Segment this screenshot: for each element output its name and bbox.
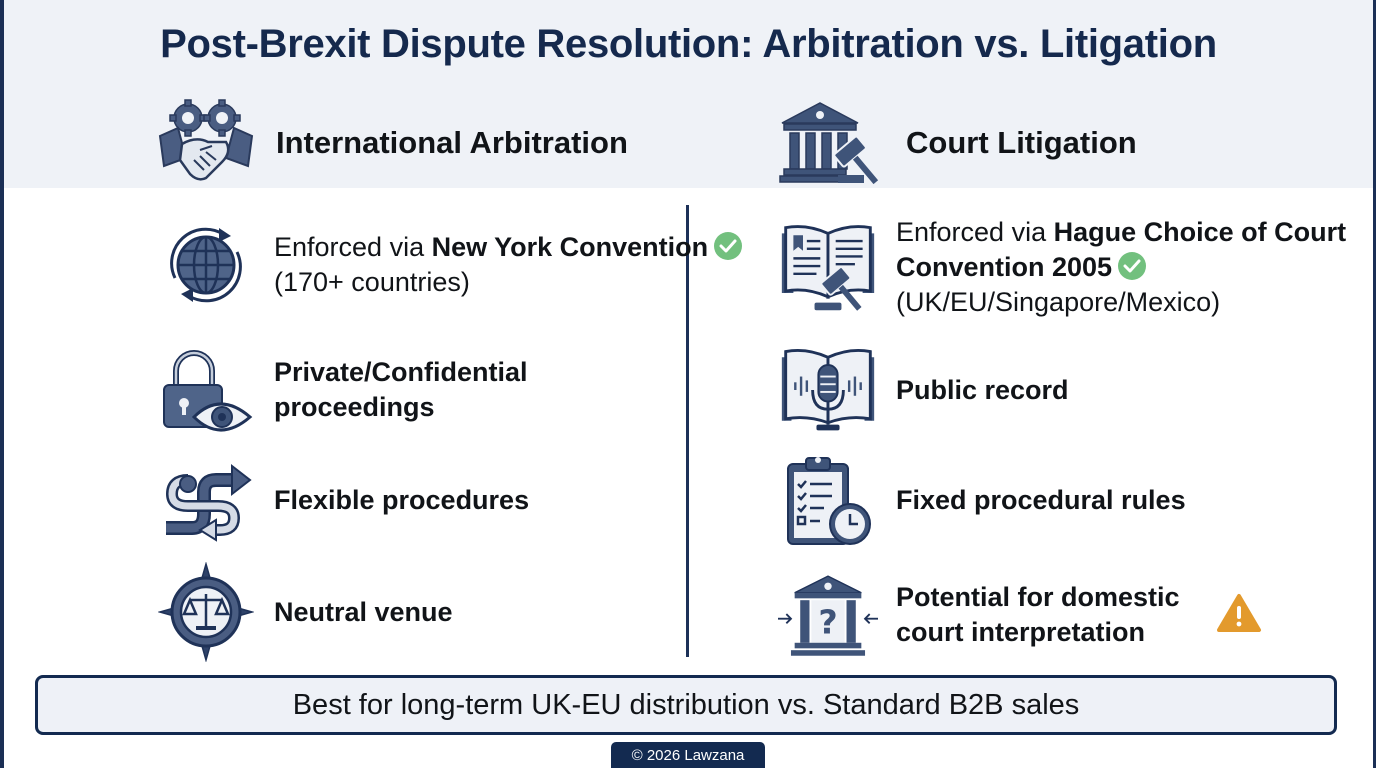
arbitration-item-confidential: Private/Confidential proceedings	[156, 340, 564, 440]
arbitration-item-enforcement: Enforced via New York Convention (170+ c…	[156, 215, 743, 315]
banner-text: Best for long-term UK-EU distribution vs…	[292, 688, 1080, 721]
litigation-item-enforcement: Enforced via Hague Choice of Court Conve…	[778, 215, 1376, 320]
courthouse-gavel-icon	[778, 97, 886, 190]
litigation-public-label: Public record	[896, 374, 1069, 405]
header-band: Post-Brexit Dispute Resolution: Arbitrat…	[4, 0, 1373, 188]
check-icon	[1118, 252, 1147, 280]
globe-cycle-icon	[156, 215, 256, 315]
warning-icon	[1216, 593, 1262, 638]
book-gavel-icon	[778, 218, 878, 318]
frame-border-right	[1373, 0, 1376, 768]
arbitration-heading: International Arbitration	[156, 98, 628, 188]
column-divider	[686, 205, 689, 657]
litigation-item-public: Public record	[778, 340, 1069, 440]
copyright-text: © 2026 Lawzana	[631, 746, 745, 764]
check-icon	[714, 232, 743, 260]
page-title: Post-Brexit Dispute Resolution: Arbitrat…	[160, 22, 1217, 66]
litigation-fixed-rules-label: Fixed procedural rules	[896, 484, 1186, 515]
recommendation-banner: Best for long-term UK-EU distribution vs…	[35, 675, 1337, 735]
arbitration-heading-label: International Arbitration	[276, 125, 628, 160]
compass-scales-icon	[156, 562, 256, 662]
arbitration-item-flexible: Flexible procedures	[156, 450, 529, 550]
copyright-badge: © 2026 Lawzana	[611, 742, 765, 768]
new-york-convention: New York Convention	[431, 232, 709, 262]
hague-convention: Hague Choice of Court Convention 2005	[896, 217, 1347, 282]
courthouse-question-icon: ?	[778, 565, 878, 665]
litigation-item-domestic: ? Potential for domestic court interpret…	[778, 565, 1201, 665]
arbitration-neutral-label: Neutral venue	[274, 596, 453, 627]
arbitration-item-neutral: Neutral venue	[156, 562, 453, 662]
litigation-domestic-label: Potential for domestic court interpretat…	[896, 582, 1180, 647]
book-microphone-icon	[778, 340, 878, 440]
flexible-path-arrows-icon	[156, 450, 256, 550]
litigation-item-fixed-rules: Fixed procedural rules	[778, 450, 1186, 550]
arbitration-enforcement-text: Enforced via New York Convention (170+ c…	[274, 230, 743, 300]
enforcement-scope: (UK/EU/Singapore/Mexico)	[896, 287, 1221, 317]
litigation-enforcement-text: Enforced via Hague Choice of Court Conve…	[896, 217, 1347, 317]
enforcement-scope: (170+ countries)	[274, 267, 470, 297]
clipboard-clock-icon	[778, 450, 878, 550]
svg-text:?: ?	[818, 603, 837, 642]
arbitration-confidential-label: Private/Confidential proceedings	[274, 357, 528, 422]
litigation-heading-label: Court Litigation	[906, 125, 1137, 160]
handshake-gears-icon	[156, 96, 256, 191]
arbitration-flexible-label: Flexible procedures	[274, 484, 530, 515]
lock-eye-icon	[156, 340, 256, 440]
frame-border-left	[0, 0, 4, 768]
litigation-heading: Court Litigation	[778, 98, 1137, 188]
